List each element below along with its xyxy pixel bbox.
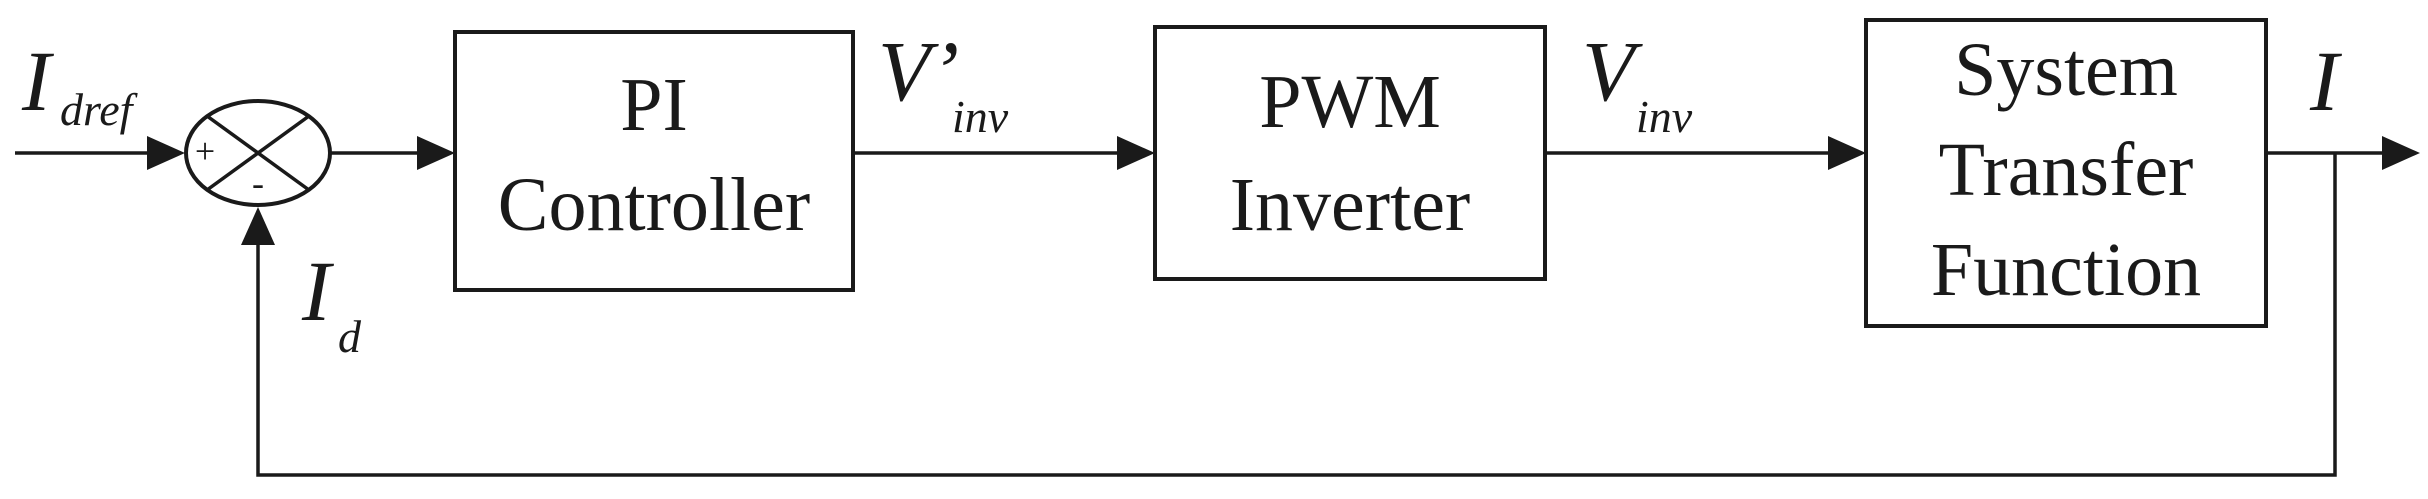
output-arrow [2266,136,2420,170]
input-arrow [15,136,185,170]
pi-output-signal-subscript: inv [952,91,1009,142]
pwm-block-label-line1: PWM [1259,60,1441,144]
input-signal-label: I [21,33,54,129]
feedback-path [241,153,2337,477]
pi-controller-block [453,30,855,292]
pwm-inverter-block [1153,25,1547,281]
summing-minus-sign: - [252,163,264,203]
feedback-signal-label: I [301,243,334,339]
pwm-output-signal-subscript: inv [1636,91,1693,142]
input-signal-subscript: dref [60,84,139,135]
pwm-to-system-arrow [1545,136,1866,170]
pwm-output-signal-label: V [1582,23,1643,119]
pi-block-label-line1: PI [620,63,688,147]
junction-to-pi-arrow [330,136,455,170]
pwm-block-label-line2: Inverter [1230,163,1471,247]
pi-output-signal-label: V’ [878,23,959,119]
system-block-label-line3: Function [1931,228,2201,312]
output-signal-label: I [2309,33,2342,129]
system-block-label-line1: System [1954,28,2178,112]
feedback-signal-subscript: d [338,311,362,362]
pi-block-label-line2: Controller [498,163,810,247]
system-block-label-line2: Transfer [1939,128,2194,212]
pi-to-pwm-arrow [853,136,1155,170]
system-transfer-function-block [1864,18,2268,328]
summing-plus-sign: + [195,131,215,171]
